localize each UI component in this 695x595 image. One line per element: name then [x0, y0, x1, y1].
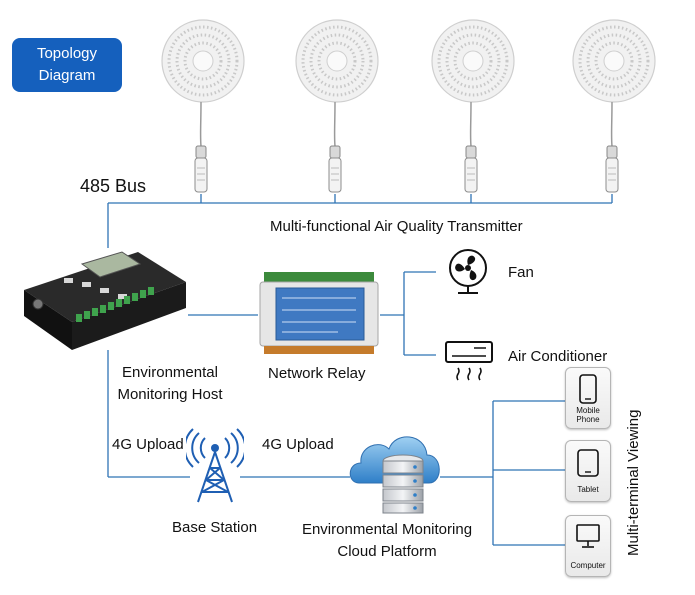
host-label: Environmental Monitoring Host	[108, 362, 232, 406]
monitoring-host-device	[24, 251, 186, 350]
badge-line2: Diagram	[38, 67, 96, 84]
computer-icon	[576, 524, 600, 548]
topology-badge: Topology Diagram	[12, 38, 122, 92]
terminal-computer-label: Computer	[570, 561, 606, 570]
air-conditioner-icon	[445, 341, 493, 381]
air-quality-transmitter-1	[161, 19, 245, 193]
cloud-label: Environmental Monitoring Cloud Platform	[282, 519, 492, 563]
air-quality-transmitter-2	[295, 19, 379, 193]
ac-label: Air Conditioner	[508, 348, 608, 365]
network-relay-device	[259, 272, 379, 354]
cloud-platform-icon	[349, 436, 440, 514]
terminal-mobile-label: Mobile Phone	[566, 406, 610, 424]
cloud-label-line1: Environmental Monitoring	[301, 521, 473, 538]
mobile-phone-icon	[579, 374, 597, 404]
air-quality-transmitter-4	[572, 19, 656, 193]
air-quality-transmitter-3	[431, 19, 515, 193]
base-station-icon	[186, 428, 244, 503]
tablet-icon	[577, 449, 599, 477]
transmitter-label: Multi-functional Air Quality Transmitter	[270, 218, 523, 235]
upload-label-right: 4G Upload	[262, 436, 334, 453]
mobile-label-line2: Phone	[576, 415, 600, 424]
base-station-label: Base Station	[172, 519, 258, 536]
upload-label-left: 4G Upload	[112, 436, 184, 453]
terminal-mobile-phone: Mobile Phone	[565, 367, 611, 429]
terminal-tablet-label: Tablet	[577, 485, 599, 494]
terminals-label: Multi-terminal Viewing	[625, 409, 642, 556]
terminal-computer: Computer	[565, 515, 611, 577]
relay-label: Network Relay	[268, 365, 366, 382]
fan-label: Fan	[508, 264, 534, 281]
cloud-label-line2: Cloud Platform	[337, 543, 437, 560]
mobile-label-line1: Mobile	[576, 406, 600, 415]
badge-line1: Topology	[36, 45, 98, 62]
host-label-line1: Environmental	[122, 364, 218, 381]
fan-icon	[449, 249, 487, 294]
bus-label: 485 Bus	[80, 176, 147, 196]
host-label-line2: Monitoring Host	[117, 386, 223, 403]
terminal-tablet: Tablet	[565, 440, 611, 502]
